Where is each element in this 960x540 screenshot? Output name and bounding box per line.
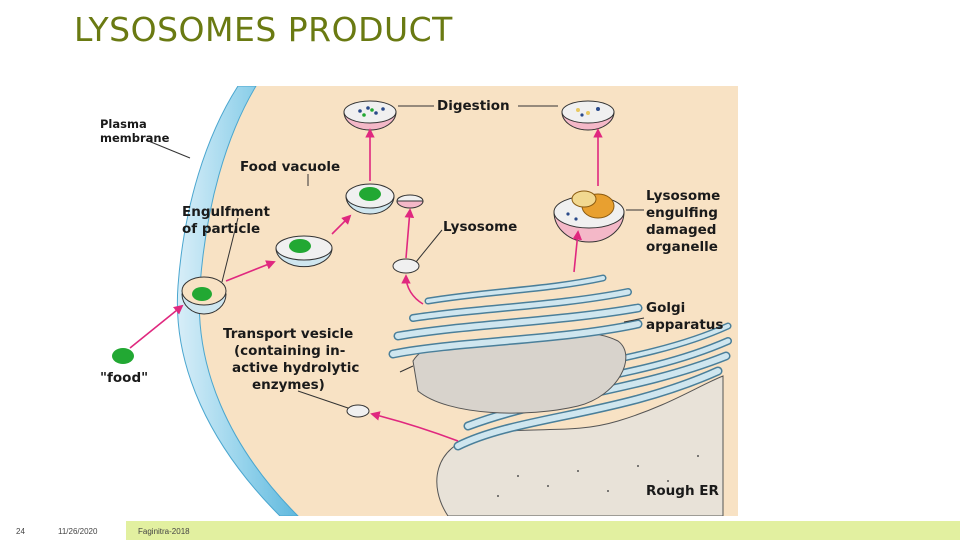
lysosome-engulfing-organelle bbox=[553, 190, 625, 243]
slide-author: Faginitra-2018 bbox=[138, 527, 190, 536]
label-transport-4: enzymes) bbox=[252, 377, 325, 393]
label-food: "food" bbox=[100, 370, 148, 386]
label-lysosome-engulfing-2: engulfing bbox=[646, 205, 718, 221]
digestion-vesicle-right bbox=[561, 100, 615, 131]
label-plasma-membrane-2: membrane bbox=[100, 131, 170, 145]
label-digestion: Digestion bbox=[437, 98, 510, 114]
label-transport-2: (containing in- bbox=[234, 343, 345, 359]
golgi-apparatus bbox=[388, 274, 643, 414]
lysosome-diagram: Plasma membrane Digestion Food vacuole E… bbox=[100, 86, 738, 516]
slide-number: 24 bbox=[16, 527, 25, 536]
engulfment-vesicle bbox=[181, 276, 227, 315]
slide-date: 11/26/2020 bbox=[58, 527, 98, 536]
process-arrows bbox=[129, 128, 603, 442]
label-golgi-1: Golgi bbox=[646, 300, 685, 316]
label-transport-1: Transport vesicle bbox=[223, 326, 353, 342]
pinched-vesicle bbox=[275, 235, 333, 268]
lysosome bbox=[392, 258, 420, 274]
leader-lines bbox=[145, 105, 645, 409]
label-lysosome-engulfing-3: damaged bbox=[646, 222, 716, 238]
slide-footer: 24 11/26/2020 Faginitra-2018 bbox=[0, 521, 960, 540]
label-lysosome-engulfing-4: organelle bbox=[646, 239, 718, 255]
label-engulfment-1: Engulfment bbox=[182, 204, 270, 220]
label-transport-3: active hydrolytic bbox=[232, 360, 359, 376]
label-rough-er: Rough ER bbox=[646, 483, 719, 499]
slide-title: LYSOSOMES PRODUCT bbox=[74, 10, 453, 49]
food-vacuole bbox=[345, 183, 424, 215]
label-engulfment-2: of particle bbox=[182, 221, 260, 237]
food-particle bbox=[112, 348, 134, 364]
label-golgi-2: apparatus bbox=[646, 317, 723, 333]
label-lysosome-engulfing-1: Lysosome bbox=[646, 188, 720, 204]
transport-vesicle bbox=[346, 404, 370, 418]
label-plasma-membrane-1: Plasma bbox=[100, 117, 147, 131]
digestion-vesicle-left bbox=[343, 100, 397, 131]
footer-bar bbox=[126, 521, 960, 540]
plasma-membrane bbox=[176, 86, 299, 516]
label-food-vacuole: Food vacuole bbox=[240, 159, 340, 175]
label-lysosome: Lysosome bbox=[443, 219, 517, 235]
